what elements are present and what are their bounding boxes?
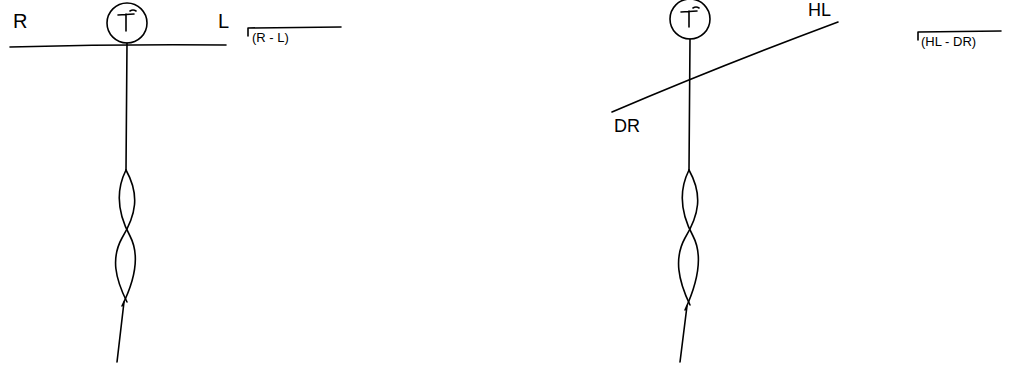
arms <box>10 45 226 47</box>
leg <box>682 170 698 310</box>
leg <box>119 170 135 306</box>
side-label: DR <box>614 117 640 137</box>
body <box>689 39 690 170</box>
right-figure <box>612 0 1001 362</box>
head <box>107 3 147 43</box>
body <box>126 43 127 170</box>
side-label: R <box>13 10 27 32</box>
bracket-label: (HL - DR) <box>921 35 976 49</box>
head <box>670 0 710 39</box>
face <box>681 7 699 27</box>
face <box>118 10 136 31</box>
leg <box>117 302 124 362</box>
bracket-label: (R - L) <box>252 31 289 45</box>
leg <box>680 306 687 362</box>
arms <box>612 22 838 112</box>
side-label: L <box>218 10 229 32</box>
left-figure <box>10 3 341 362</box>
side-label: HL <box>808 1 831 21</box>
